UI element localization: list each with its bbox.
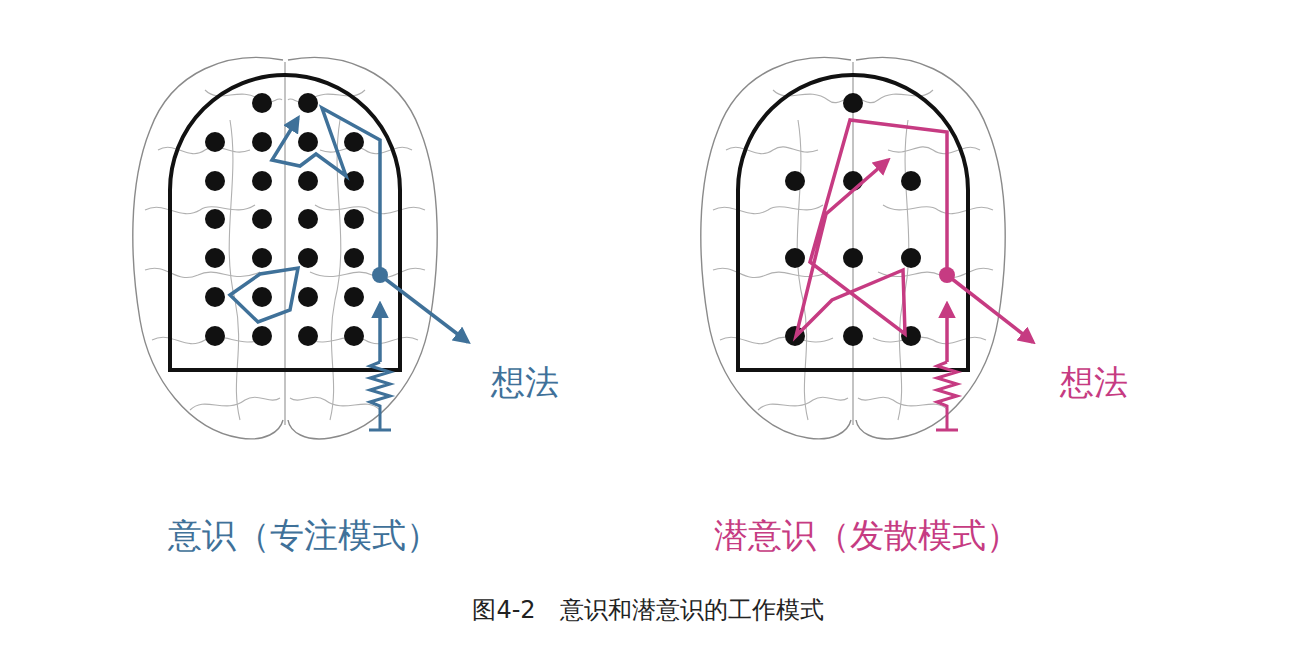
node-dots [785,93,921,346]
figure-caption: 图4-2 意识和潜意识的工作模式 [472,596,823,625]
ball [372,267,388,283]
pinball-board [170,75,468,430]
mode-title: 潜意识（发散模式） [714,515,1020,556]
thought-path [796,120,1033,430]
brain-outline [133,58,437,439]
idea-label: 想法 [1060,362,1128,403]
thought-path [230,108,468,430]
idea-label: 想法 [491,362,559,403]
node-dots [205,93,364,346]
mode-title: 意识（专注模式） [168,515,440,556]
pinball-board [738,75,1033,430]
ball [939,267,955,283]
